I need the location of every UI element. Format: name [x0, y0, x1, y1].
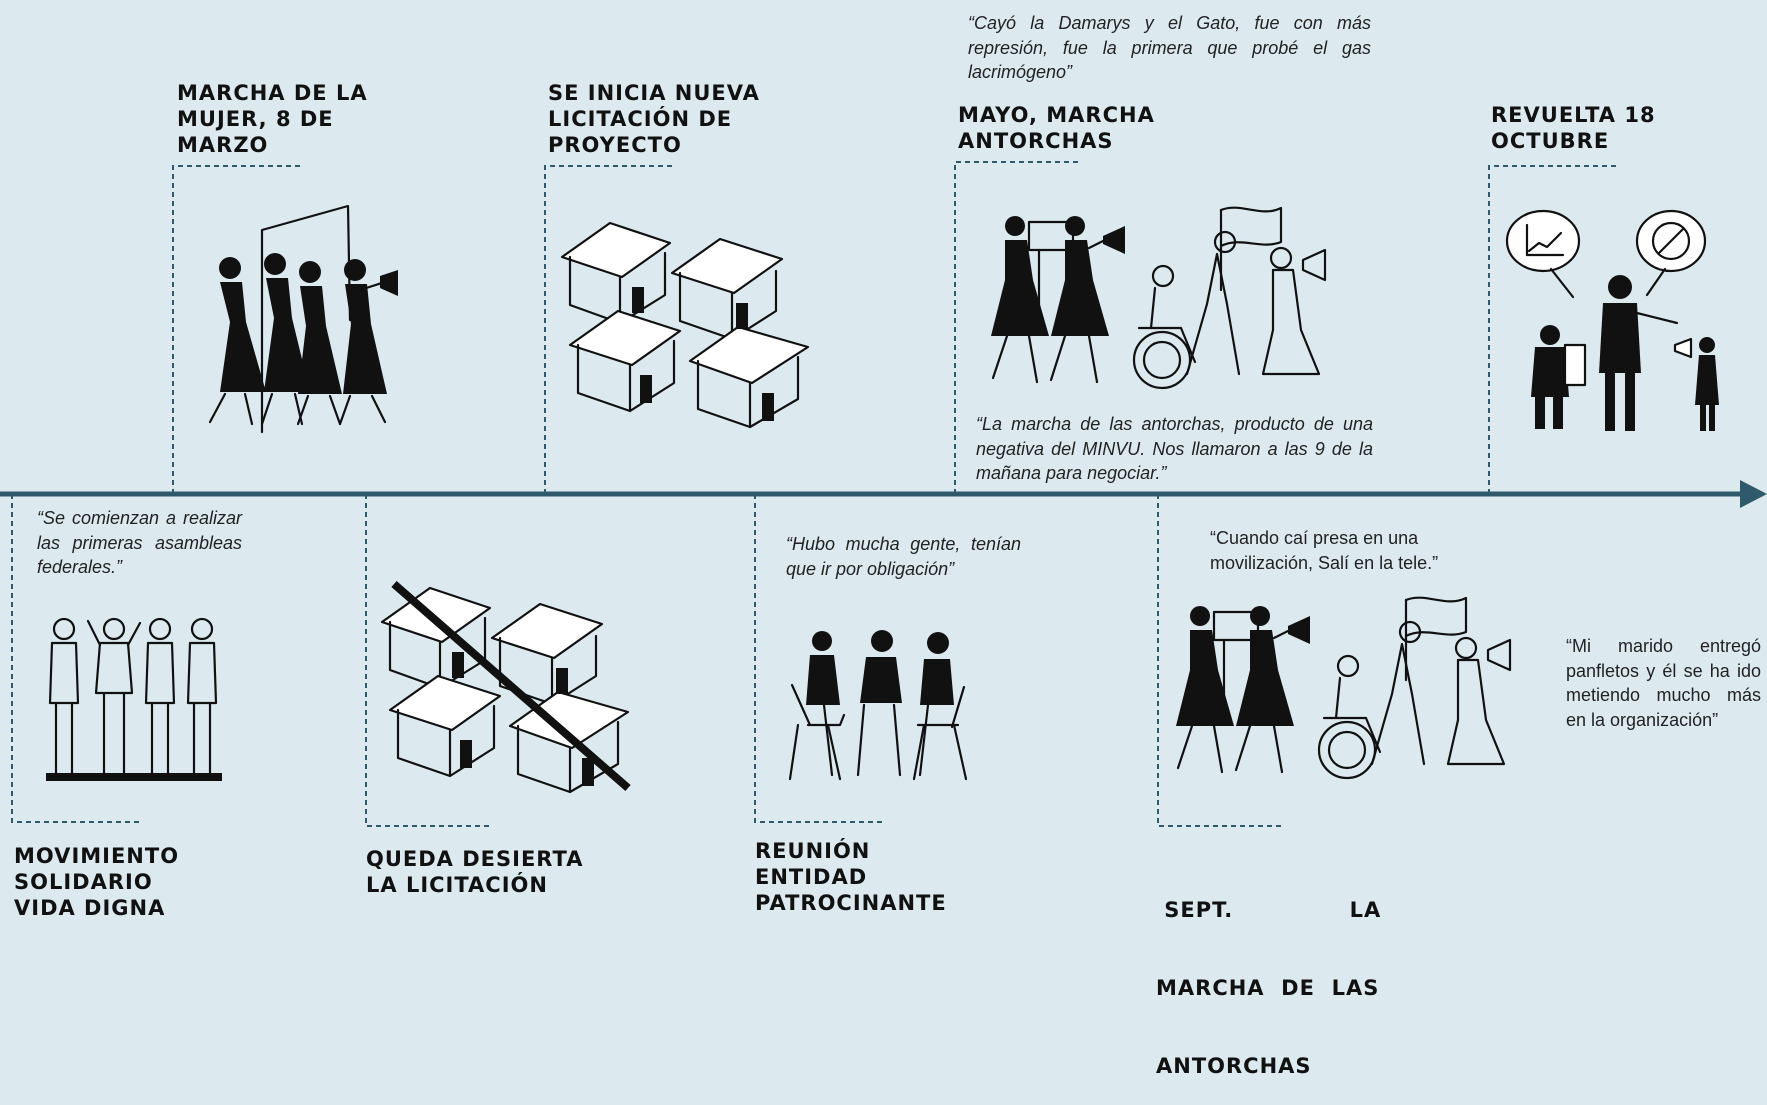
quote-presa-tele: “Cuando caí presa en una movilización, S… — [1210, 528, 1439, 573]
houses-icon — [560, 221, 810, 429]
event-title-reunion: REUNIÓN ENTIDAD PATROCINANTE — [755, 839, 947, 915]
women-march-icon — [208, 204, 398, 434]
event-title-marcha-mujer: MARCHA DE LA MUJER, 8 DE MARZO — [177, 81, 368, 157]
event-title-movimiento: MOVIMIENTO SOLIDARIO VIDA DIGNA — [14, 844, 180, 920]
assembly-icon — [46, 617, 222, 781]
torch-march-icon — [991, 206, 1327, 390]
meeting-icon — [788, 630, 968, 781]
quote-mucha-gente: “Hubo mucha gente, tenían que ir por obl… — [786, 534, 1021, 579]
quote-gas-lacrimogeno: “Cayó la Damarys y el Gato, fue con más … — [968, 13, 1371, 82]
revolt-icon — [1505, 209, 1719, 431]
quote-marcha-antorchas-minvu: “La marcha de las antorchas, producto de… — [976, 414, 1373, 483]
quote-asambleas-federales: “Se comienzan a realizar las primeras as… — [37, 508, 242, 577]
torch-march-icon-sept — [1176, 596, 1512, 780]
event-title-revuelta: REVUELTA 18 OCTUBRE — [1491, 103, 1656, 153]
timeline-axis — [0, 161, 1767, 827]
event-title-sept: SEPT. LA MARCHA DE LAS ANTORCHAS — [1156, 898, 1382, 1078]
timeline-arrow-icon — [1740, 480, 1767, 508]
cross-line — [391, 580, 631, 792]
crossed-houses-icon — [380, 580, 631, 794]
event-title-desierta: QUEDA DESIERTA LA LICITACIÓN — [366, 847, 584, 897]
event-title-mayo-antorchas: MAYO, MARCHA ANTORCHAS — [958, 103, 1155, 153]
event-title-nueva-licitacion: SE INICIA NUEVA LICITACIÓN DE PROYECTO — [548, 81, 760, 157]
quote-mi-marido: “Mi marido entregó panfletos y él se ha … — [1566, 636, 1761, 730]
